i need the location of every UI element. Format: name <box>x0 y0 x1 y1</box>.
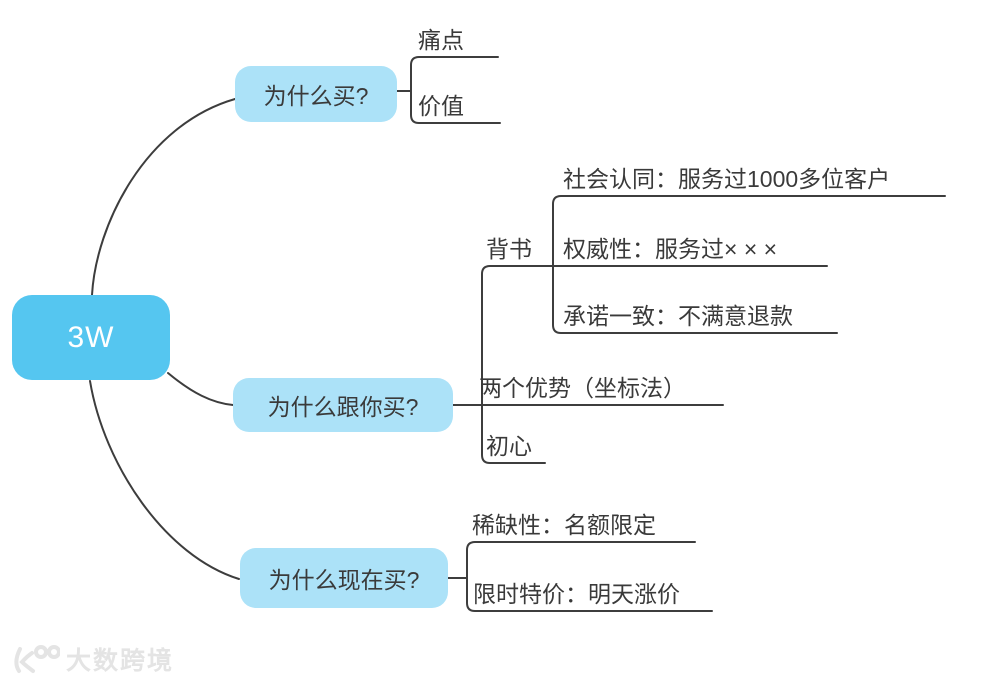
bracket-branch2 <box>481 265 828 464</box>
leaf-node-endorsement[interactable]: 背书 <box>486 236 532 262</box>
leaf-node-value[interactable]: 价值 <box>418 93 464 119</box>
leaf-node-limited-time-offer[interactable]: 限时特价：明天涨价 <box>473 581 680 607</box>
watermark: 大数跨境 <box>8 640 218 678</box>
leaf-node-scarcity[interactable]: 稀缺性：名额限定 <box>472 512 656 538</box>
branch-node-why-buy-from-you[interactable]: 为什么跟你买? <box>233 378 453 432</box>
leaf-node-social-proof[interactable]: 社会认同：服务过1000多位客户 <box>563 166 891 192</box>
leaf-node-promise-refund[interactable]: 承诺一致：不满意退款 <box>563 303 793 329</box>
leaf-node-two-advantages[interactable]: 两个优势（坐标法） <box>479 375 686 401</box>
branch-node-why-buy-now[interactable]: 为什么现在买? <box>240 548 448 608</box>
bracket-branch3 <box>466 541 713 612</box>
curve-root-branch3 <box>89 380 240 580</box>
curve-root-branch1 <box>91 98 236 296</box>
leaf-node-original-intention[interactable]: 初心 <box>486 433 532 459</box>
bracket-endorse <box>552 195 946 334</box>
leaf-node-authority[interactable]: 权威性：服务过× × × <box>563 236 778 262</box>
bracket-branch1 <box>410 56 501 124</box>
branch-node-why-buy[interactable]: 为什么买? <box>235 66 397 122</box>
root-node-3w[interactable]: 3W <box>12 295 170 380</box>
leaf-node-pain-point[interactable]: 痛点 <box>418 27 464 53</box>
watermark-text: 大数跨境 <box>66 647 175 675</box>
watermark-logo-icon <box>14 645 60 673</box>
curve-root-branch2 <box>167 372 234 406</box>
